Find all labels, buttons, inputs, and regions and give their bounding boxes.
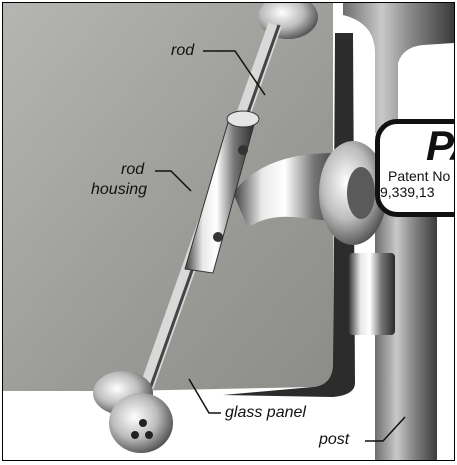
patent-badge: PA Patent No 9,339,13 — [375, 119, 454, 217]
end-screw-2 — [145, 431, 153, 439]
glass-panel-callout: glass panel — [225, 404, 306, 421]
end-screw-3 — [139, 419, 147, 427]
top-rail — [343, 3, 454, 133]
patent-number: 9,339,13 — [380, 184, 435, 200]
rod-leader-line — [203, 50, 266, 96]
swivel-arm — [233, 153, 348, 228]
patent-label: Patent No — [388, 168, 451, 184]
patent-badge-title: PA — [426, 122, 454, 169]
post-leader-line — [365, 416, 406, 442]
rod-housing-leader-line — [155, 170, 192, 192]
rod-callout: rod — [171, 42, 195, 59]
housing-top-cap — [226, 110, 260, 128]
swivel-hub-center — [347, 167, 375, 219]
end-screw-1 — [131, 431, 139, 439]
glass-edge-shadow — [223, 33, 355, 397]
rod-housing-callout-line1: rod — [121, 161, 145, 178]
housing-screw-top — [238, 145, 248, 155]
hardware-photo — [3, 3, 454, 460]
rod-housing-callout-line2: housing — [91, 181, 148, 198]
glass-panel-leader-line — [188, 378, 221, 414]
housing-screw-bottom — [213, 232, 223, 242]
post-clamp — [349, 253, 395, 335]
photo-frame: rod rod housing glass panel post PA Pate… — [2, 2, 455, 461]
post-callout: post — [319, 431, 350, 448]
